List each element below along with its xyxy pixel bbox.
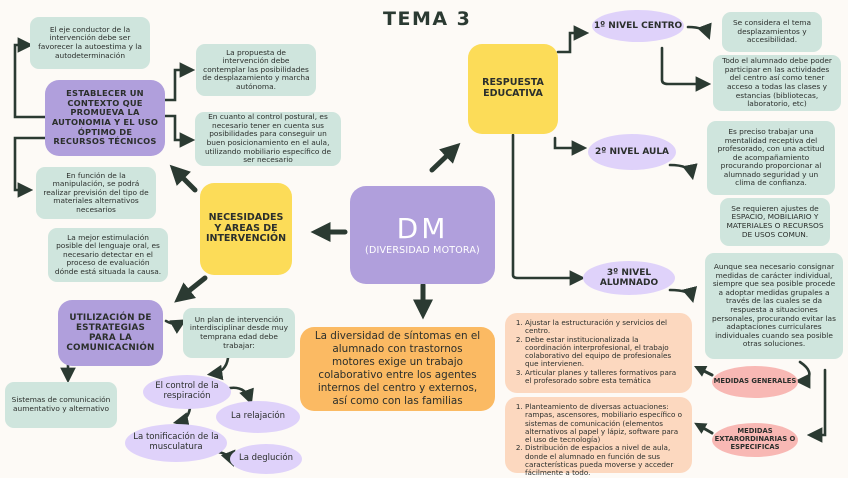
- note-self-esteem: El eje conductor de la intervención debe…: [30, 17, 150, 69]
- item-toning: La tonificación de la musculatura: [125, 424, 227, 462]
- note-accessibility: Se considera el tema desplazamientos y a…: [722, 12, 822, 52]
- item-swallowing: La deglución: [230, 444, 302, 474]
- general-measures-node: MEDIDAS GENERALES: [712, 366, 798, 398]
- specific-measure-item: Distribución de espacios a nivel de aula…: [525, 444, 684, 477]
- page-title: TEMA 3: [383, 8, 472, 30]
- level-1-centro: 1º NIVEL CENTRO: [592, 10, 684, 42]
- general-measures-list: Ajustar la estructuración y servicios de…: [505, 313, 692, 393]
- note-individual-measures: Aunque sea necesario consignar medidas d…: [705, 253, 843, 359]
- note-adjustments: Se requieren ajustes de ESPACIO, MOBILIA…: [720, 198, 830, 246]
- note-teacher-mentality: Es preciso trabajar una mentalidad recep…: [707, 121, 835, 195]
- note-manipulation: En función de la manipulación, se podrá …: [36, 167, 156, 219]
- arrow-needs-autonomy: [169, 164, 198, 193]
- note-intervention-plan: Un plan de intervención interdisciplinar…: [183, 308, 295, 358]
- level-2-aula: 2º NIVEL AULA: [588, 134, 676, 170]
- note-aac-systems: Sistemas de comunicación aumentativo y a…: [5, 382, 117, 428]
- note-participation: Todo el alumnado debe poder participar e…: [713, 55, 841, 111]
- item-breathing: El control de la respiración: [143, 375, 231, 409]
- center-subtitle: (DIVERSIDAD MOTORA): [365, 244, 480, 256]
- specific-measures-list: Planteamiento de diversas actuaciones: r…: [505, 397, 692, 477]
- autonomy-node: ESTABLECER UN CONTEXTO QUE PROMUEVA LA A…: [45, 80, 165, 156]
- note-posture: En cuanto al control postural, es necesa…: [195, 112, 341, 166]
- note-language: La mejor estimulación posible del lengua…: [48, 228, 168, 282]
- item-relaxation: La relajación: [216, 401, 300, 433]
- general-measure-item: Ajustar la estructuración y servicios de…: [525, 318, 684, 336]
- response-node: RESPUESTA EDUCATIVA: [468, 44, 558, 134]
- level-3-alumnado: 3º NIVEL ALUMNADO: [583, 261, 675, 295]
- communication-node: UTILIZACIÓN DE ESTRATEGIAS PARA LA COMUN…: [58, 300, 163, 366]
- note-mobility: La propuesta de intervención debe contem…: [196, 44, 316, 96]
- general-measure-item: Articular planes y talleres formativos p…: [525, 368, 684, 386]
- specific-measure-item: Planteamiento de diversas actuaciones: r…: [525, 402, 684, 444]
- needs-node: NECESIDADES Y AREAS DE INTERVENCIÓN: [200, 183, 292, 275]
- center-node: DM (DIVERSIDAD MOTORA): [350, 186, 495, 284]
- general-measure-item: Debe estar institucionalizada la coordin…: [525, 335, 684, 369]
- arrow-needs-comm: [174, 275, 208, 303]
- center-title: DM: [396, 212, 449, 246]
- specific-measures-node: MEDIDAS EXTARORDINARIAS O ESPECIFICAS: [712, 423, 798, 457]
- arrow-center-up: [429, 142, 461, 173]
- collaboration-note: La diversidad de síntomas en el alumnado…: [300, 327, 495, 411]
